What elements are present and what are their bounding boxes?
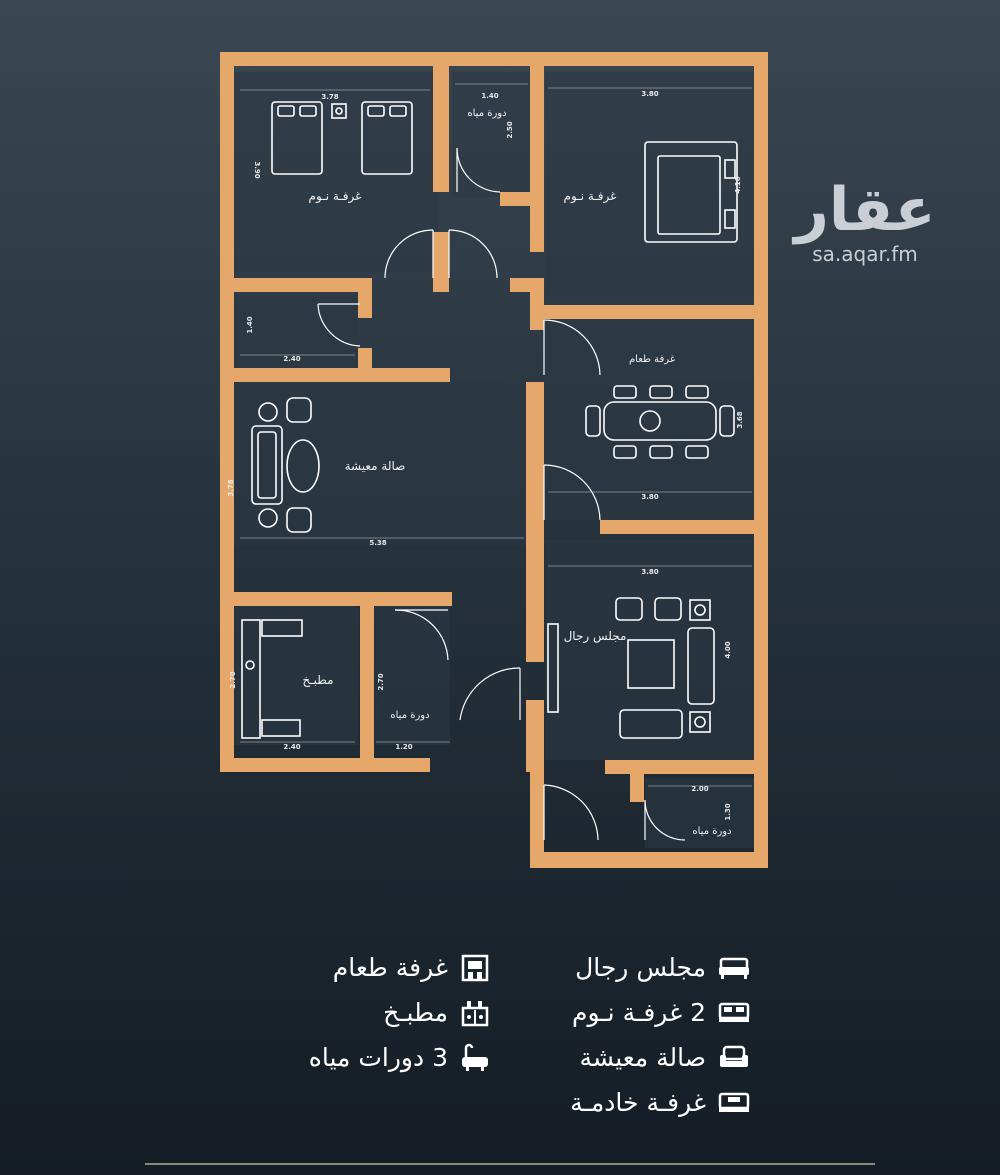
kitchen-icon [461, 1000, 489, 1026]
dim-bed-right-h: 4.10 [734, 176, 742, 193]
dim-bath-top-h: 2.50 [506, 121, 514, 138]
dining-cabinet-icon [461, 954, 489, 981]
furniture-dining [585, 385, 735, 459]
legend-label: مطبـخ [383, 998, 448, 1027]
dim-corridor-w: 2.40 [283, 355, 300, 363]
legend-label: 3 دورات مياه [308, 1043, 448, 1072]
bed-icon [718, 1092, 750, 1112]
dim-living-w: 5.38 [369, 539, 386, 547]
legend-item-bathrooms: 3 دورات مياه [250, 1035, 490, 1080]
furniture-majlis [547, 597, 715, 739]
room-label-kitchen: مطبـخ [302, 673, 333, 687]
dim-bed-left-w: 3.78 [321, 93, 338, 101]
legend-label: غرفـة خادمـة [570, 1088, 706, 1117]
floor-plan: غرفـة نـوم دورة مياه غرفـة نـوم غرفة طعا… [220, 52, 768, 868]
dim-living-h: 3.78 [227, 479, 235, 496]
room-label-bath-right: دورة مياه [692, 826, 731, 837]
room-label-bath-top: دورة مياه [467, 108, 506, 119]
furniture-kitchen [241, 619, 303, 739]
dim-bath-right-h: 1.30 [724, 803, 732, 820]
furniture-bedroom-left [271, 101, 413, 175]
walls [220, 52, 768, 868]
dim-corridor-h: 1.40 [246, 316, 254, 333]
room-label-bedroom-left: غرفـة نـوم [309, 189, 362, 204]
sofa-icon [719, 957, 749, 979]
bed-icon [718, 1002, 750, 1022]
furniture-living [251, 397, 320, 533]
legend-item-living: صالة معيشة [510, 1035, 750, 1080]
legend-item-dining: غرفة طعام [250, 945, 490, 990]
dim-majlis-w: 3.80 [641, 568, 658, 576]
dim-kitchen-h: 2.70 [229, 671, 237, 688]
dimension-lines [240, 83, 752, 787]
brand-name: عقار [794, 175, 936, 245]
dim-bath-mid-w: 1.20 [395, 743, 412, 751]
dimension-labels: 3.78 3.90 1.40 2.50 3.80 4.10 2.40 1.40 … [227, 90, 744, 821]
furniture-bedroom-right [644, 141, 738, 243]
dim-bath-top-w: 1.40 [481, 92, 498, 100]
brand-logo: عقار sa.aqar.fm [785, 178, 945, 266]
bottom-divider [145, 1163, 875, 1165]
dim-bath-right-w: 2.00 [691, 785, 708, 793]
dim-dining-h: 3.68 [736, 411, 744, 428]
dim-bed-right-w: 3.80 [641, 90, 658, 98]
legend-label: غرفة طعام [332, 953, 448, 982]
legend-label: صالة معيشة [579, 1043, 706, 1072]
legend-label: مجلس رجال [575, 953, 706, 982]
room-label-bedroom-right: غرفـة نـوم [564, 189, 617, 204]
dim-bath-mid-h: 2.70 [377, 673, 385, 690]
room-floors [233, 72, 755, 848]
legend-item-bedrooms: 2 غرفـة نـوم [510, 990, 750, 1035]
bathtub-icon [462, 1043, 488, 1071]
room-label-living: صالة معيشة [345, 459, 406, 473]
legend-item-kitchen: مطبـخ [250, 990, 490, 1035]
room-label-bath-mid: دورة مياه [390, 710, 429, 721]
armchair-icon [720, 1045, 748, 1067]
doors [317, 147, 686, 841]
legend-item-maid-room: غرفـة خادمـة [510, 1080, 750, 1125]
legend-label: 2 غرفـة نـوم [571, 998, 706, 1027]
room-label-majlis: مجلس رجال [564, 629, 627, 644]
room-labels: غرفـة نـوم دورة مياه غرفـة نـوم غرفة طعا… [302, 108, 731, 837]
dim-kitchen-w: 2.40 [283, 743, 300, 751]
room-label-dining: غرفة طعام [629, 354, 675, 365]
amenities-legend: مجلس رجال غرفة طعام 2 غرفـة نـوم مطبـخ [250, 945, 750, 1125]
dim-dining-w: 3.80 [641, 493, 658, 501]
dim-majlis-h: 4.00 [724, 641, 732, 658]
legend-item-majlis: مجلس رجال [510, 945, 750, 990]
brand-url: sa.aqar.fm [812, 242, 918, 266]
dim-bed-left-h: 3.90 [253, 161, 261, 178]
